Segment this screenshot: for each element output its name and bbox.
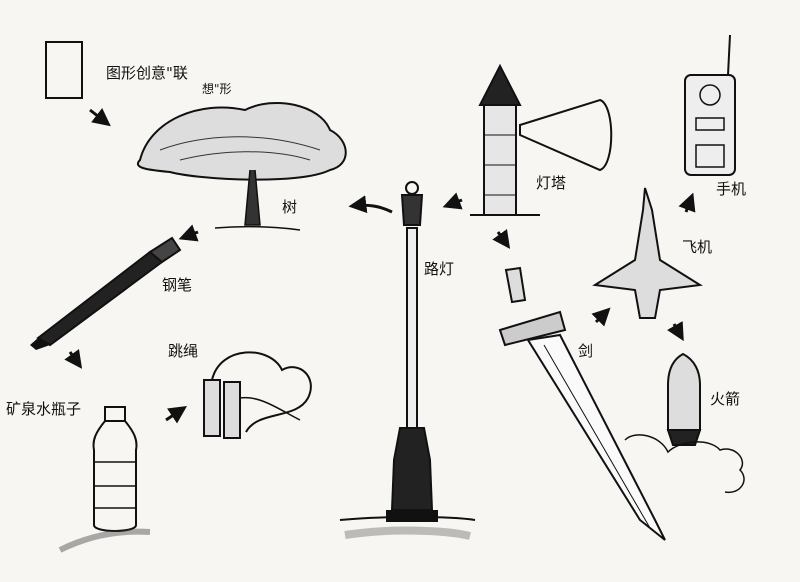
lighthouse-drawing (470, 63, 613, 216)
pen-drawing (30, 236, 182, 350)
arrow-lighthouse-to-lamp (442, 192, 463, 210)
label-phone: 手机 (716, 180, 747, 198)
rocket-drawing (624, 352, 745, 494)
label-airplane: 飞机 (682, 238, 713, 256)
arrow-pen-to-bottle (64, 349, 83, 369)
label-bottle: 矿泉水瓶子 (6, 400, 82, 418)
label-lighthouse: 灯塔 (536, 174, 567, 192)
arrow-card-to-tree (89, 108, 111, 127)
tree-drawing (137, 102, 347, 231)
sword-drawing (498, 266, 666, 541)
bottle-drawing (58, 406, 151, 553)
label-jump-rope: 跳绳 (168, 342, 199, 360)
heading-line2: 想"形 (202, 82, 232, 96)
connector-arrows (64, 108, 696, 424)
jump-rope-drawing (203, 351, 312, 439)
arrow-bottle-to-rope (165, 406, 187, 424)
arrow-plane-to-rocket (667, 321, 684, 342)
arrow-lamp-to-tree (348, 195, 393, 214)
label-rocket: 火箭 (710, 390, 741, 408)
label-sword: 剑 (578, 342, 594, 360)
phone-drawing (684, 34, 736, 176)
label-street-lamp: 路灯 (424, 260, 455, 278)
airplane-drawing (592, 187, 703, 319)
blank-card (45, 41, 83, 99)
label-tree: 树 (282, 198, 298, 216)
label-pen: 钢笔 (162, 276, 193, 294)
arrow-sword-to-plane (591, 307, 611, 327)
arrow-plane-to-phone (678, 192, 696, 213)
heading-line1: 图形创意"联 (106, 64, 188, 82)
arrow-lighthouse-to-sword (492, 229, 511, 249)
arrow-tree-to-pen (178, 224, 199, 242)
street-lamp-drawing (339, 181, 476, 540)
